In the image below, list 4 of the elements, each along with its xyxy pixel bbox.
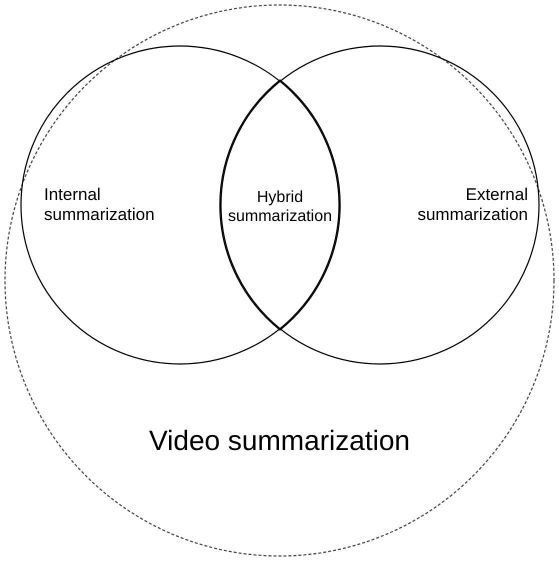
set-label: Hybrid summarization xyxy=(226,188,334,226)
set-label: Video summarization xyxy=(148,424,411,458)
set-label: Internal summarization xyxy=(44,185,156,226)
set-label: External summarization xyxy=(416,185,528,226)
